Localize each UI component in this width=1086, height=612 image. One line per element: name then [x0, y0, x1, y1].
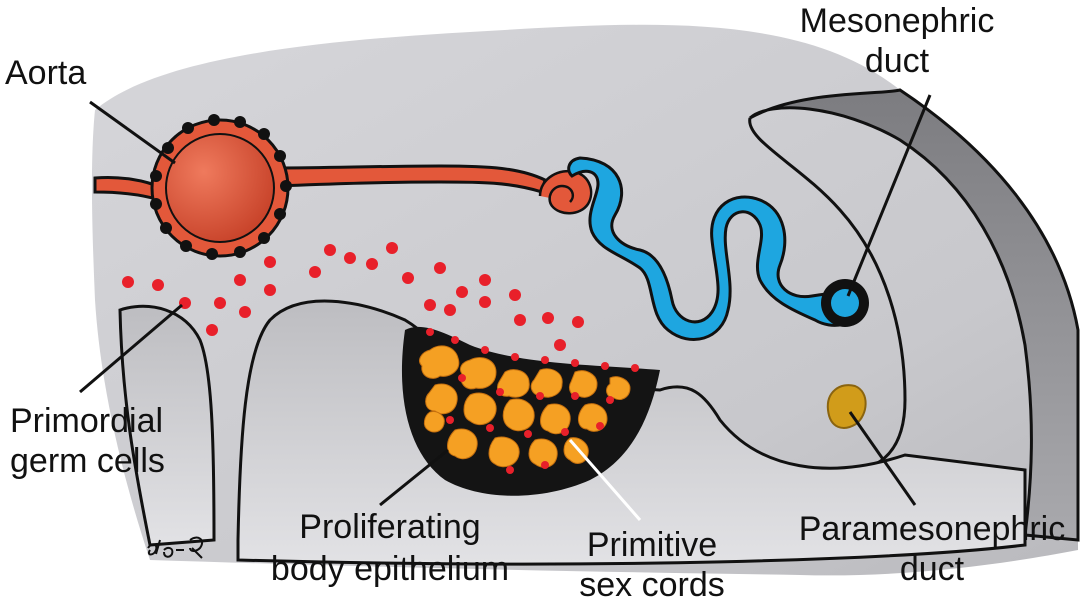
primordial-label-line2: germ cells [10, 442, 165, 480]
paramesonephric-duct [828, 385, 866, 428]
primordial-label-line1: Primordial [10, 402, 163, 440]
mesonephric-label-line2: duct [865, 42, 930, 80]
primitive-label-line1: Primitive [587, 526, 717, 564]
mesonephric-label-line1: Mesonephric [800, 2, 995, 40]
aorta-label: Aorta [5, 54, 86, 92]
proliferating-label-line2: body epithelium [271, 550, 509, 588]
mesonephric-duct [821, 279, 869, 327]
paramesonephric-label-line1: Paramesonephric [799, 510, 1065, 548]
paramesonephric-label-line2: duct [900, 550, 965, 588]
primitive-label-line2: sex cords [579, 566, 725, 604]
proliferating-label-line1: Proliferating [299, 508, 480, 546]
